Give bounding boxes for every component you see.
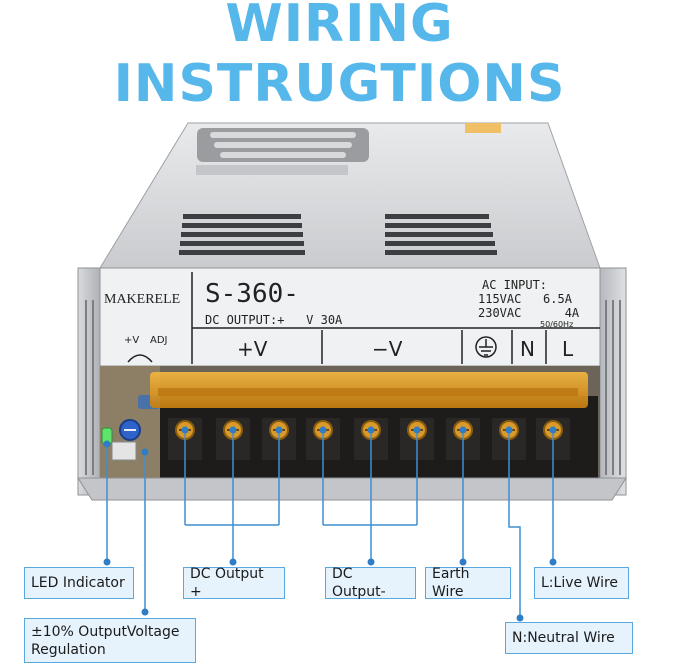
label-neutral-wire: N:Neutral Wire: [505, 622, 633, 654]
label-voltage-regulation: ±10% OutputVoltage Regulation: [24, 618, 196, 663]
label-live-wire: L:Live Wire: [534, 567, 629, 599]
terminal-label-n: N: [520, 337, 535, 361]
label-led-indicator: LED Indicator: [24, 567, 134, 599]
terminal-label-plus-v: +V: [237, 337, 268, 361]
adj-label: ADJ: [150, 335, 168, 346]
vent-left: [179, 214, 305, 255]
terminal-label-minus-v: −V: [372, 337, 403, 361]
front-label-panel: [99, 267, 601, 367]
fan-grille-icon: [197, 128, 369, 162]
case-base: [77, 477, 627, 501]
vent-right: [385, 214, 497, 255]
terminal-label-l: L: [562, 337, 574, 361]
ac-230-text: 230VAC 4A: [478, 306, 580, 320]
earth-icon: [475, 336, 497, 358]
model-text: S-360-: [205, 279, 299, 309]
connector-lines: [106, 430, 554, 618]
ac-input-title: AC INPUT:: [482, 278, 547, 292]
brand-text: MAKERELE: [104, 292, 180, 307]
case-side-left: [77, 267, 101, 496]
dc-output-text: DC OUTPUT:+ V 30A: [205, 313, 343, 327]
adj-plus-v: +V: [124, 335, 139, 346]
ac-115-text: 115VAC 6.5A: [478, 292, 573, 306]
label-earth-wire: Earth Wire: [425, 566, 511, 600]
connector-dots: [103, 426, 557, 622]
page-title: WIRING INSTRUGTIONS: [113, 0, 566, 114]
freq-text: 50/60Hz: [540, 320, 573, 329]
label-dc-output-plus: DC Output +: [183, 566, 285, 600]
label-dc-output-minus: DC Output-: [325, 566, 416, 600]
